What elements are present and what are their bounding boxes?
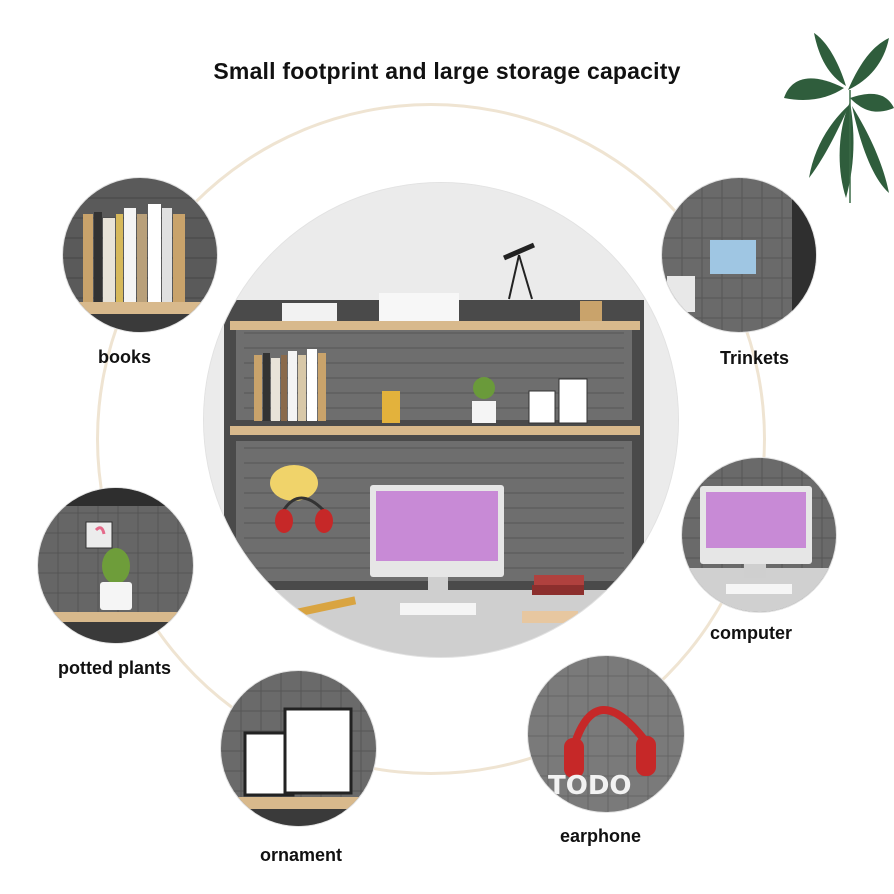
label-potted-plants: potted plants: [58, 658, 171, 678]
label-computer: computer: [710, 623, 793, 643]
todo-decal: TODO: [548, 771, 632, 801]
center-desk-scene: [204, 183, 678, 657]
potted-plants-closeup: [38, 488, 193, 643]
page-title: Small footprint and large storage capaci…: [213, 58, 681, 84]
trinkets-closeup: [662, 178, 816, 332]
plant-leaves-icon: [784, 33, 894, 203]
computer-closeup: [682, 458, 836, 612]
label-trinkets: Trinkets: [720, 348, 790, 368]
decorative-ring: [96, 103, 766, 775]
label-earphone: earphone: [560, 826, 642, 846]
ornament-closeup: [221, 671, 376, 826]
earphone-closeup: TODO: [528, 656, 684, 812]
label-ornament: ornament: [260, 845, 343, 865]
label-books: books: [98, 347, 152, 367]
books-closeup: [63, 178, 217, 332]
